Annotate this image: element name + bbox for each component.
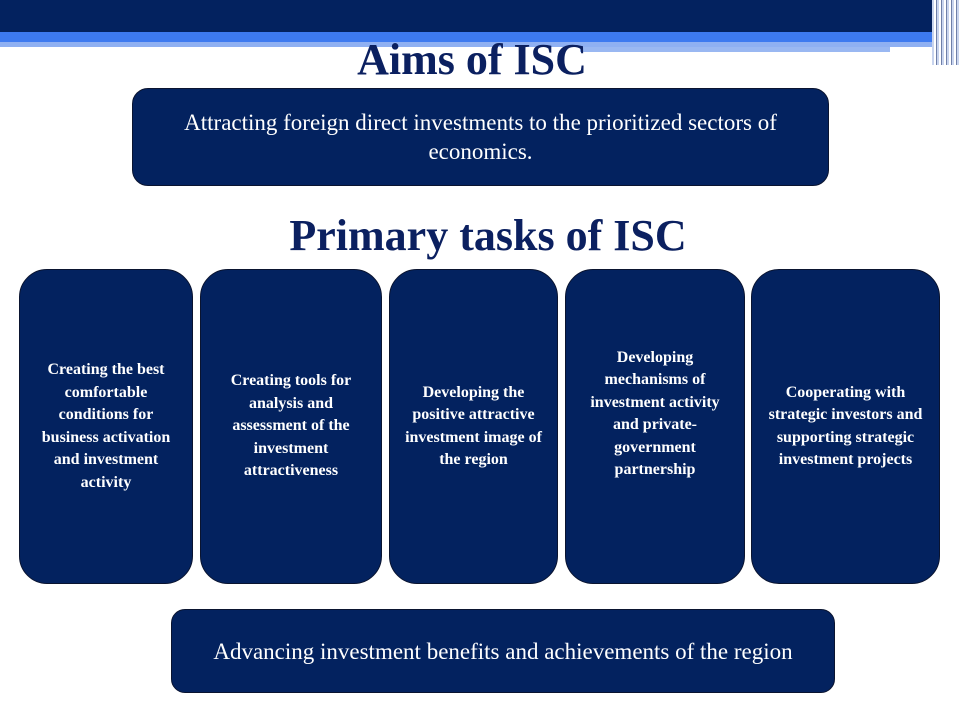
tasks-title: Primary tasks of ISC <box>289 211 687 260</box>
bottom-box: Advancing investment benefits and achiev… <box>171 609 835 693</box>
aims-title: Aims of ISC <box>357 35 587 84</box>
task-box-4: Developing mechanisms of investment acti… <box>565 269 745 584</box>
aim-box: Attracting foreign direct investments to… <box>132 88 829 186</box>
header-stripes <box>932 0 960 65</box>
bottom-text: Advancing investment benefits and achiev… <box>213 638 793 664</box>
task-box-3: Developing the positive attractive inves… <box>389 269 558 584</box>
task-text: Developing the positive attractive inves… <box>405 383 542 469</box>
task-box-2: Creating tools for analysis and assessme… <box>200 269 382 584</box>
header-bar-light <box>0 42 960 47</box>
task-box-5: Cooperating with strategic investors and… <box>751 269 940 584</box>
header-bar-blue <box>0 32 960 42</box>
task-text: Creating the best comfortable conditions… <box>41 361 171 491</box>
task-text: Developing mechanisms of investment acti… <box>590 348 720 479</box>
task-text: Creating tools for analysis and assessme… <box>230 372 352 480</box>
task-box-1: Creating the best comfortable conditions… <box>19 269 193 584</box>
aim-text: Attracting foreign direct investments to… <box>184 110 777 164</box>
header-bar-dark <box>0 0 960 32</box>
header-accent-line <box>580 47 890 52</box>
task-text: Cooperating with strategic investors and… <box>768 383 923 469</box>
